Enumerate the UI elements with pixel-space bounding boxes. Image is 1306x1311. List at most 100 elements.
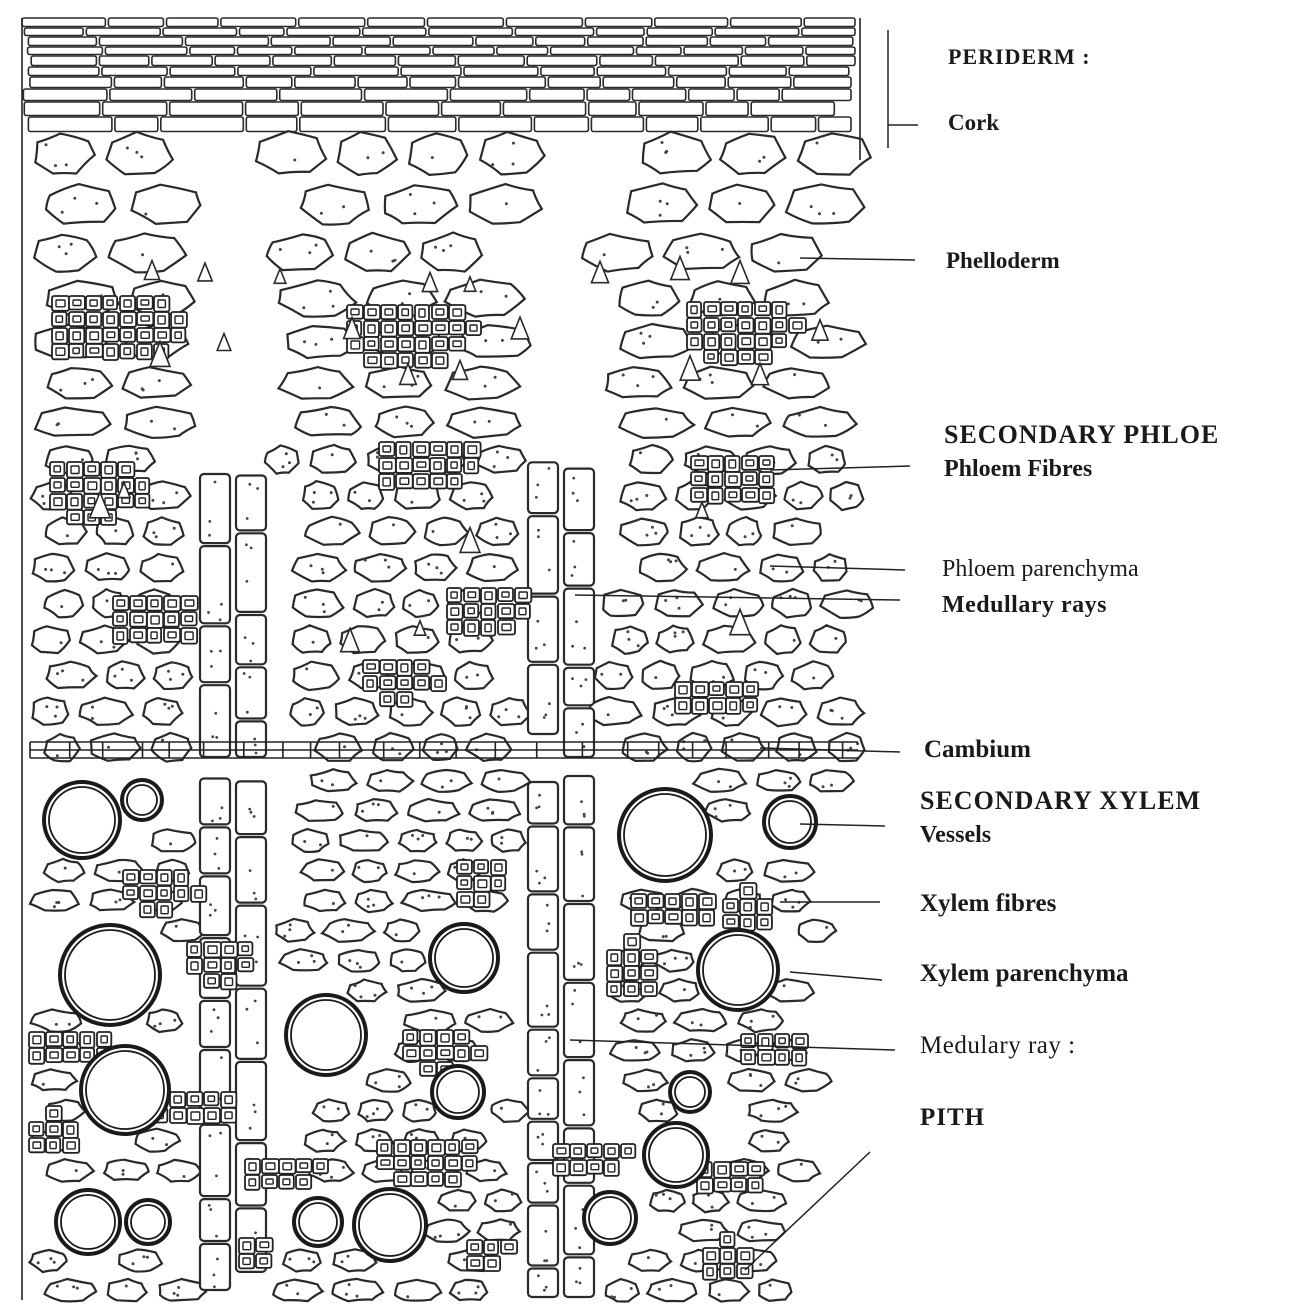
fibre-lumen — [71, 482, 79, 487]
cell-dot — [398, 1075, 401, 1078]
cell-dot — [309, 713, 312, 716]
cell-dot — [142, 1255, 145, 1258]
sclereid-mark — [731, 261, 749, 284]
fibre-lumen — [175, 332, 181, 338]
parenchyma-cell — [404, 1010, 455, 1032]
cork-cell — [603, 77, 674, 88]
cork-cell — [273, 56, 331, 66]
cell-dot — [764, 1233, 767, 1236]
cell-dot — [463, 499, 466, 502]
cell-dot — [56, 754, 59, 757]
cell-dot — [711, 1206, 714, 1209]
cell-dot — [749, 1073, 752, 1076]
cell-dot — [579, 1091, 582, 1094]
cell-dot — [496, 451, 499, 454]
fibre-lumen — [67, 1052, 75, 1058]
cell-dot — [56, 706, 59, 709]
cell-dot — [470, 838, 473, 841]
cell-dot — [624, 599, 627, 602]
cell-dot — [361, 810, 364, 813]
cell-dot — [329, 290, 332, 293]
fibre-lumen — [260, 1258, 267, 1264]
cork-cell — [333, 37, 390, 46]
parenchyma-cell — [31, 1009, 81, 1031]
fibre-lumen — [574, 1148, 581, 1154]
cell-dot — [433, 202, 436, 205]
parenchyma-cell — [356, 890, 393, 912]
cell-dot — [671, 713, 674, 716]
cell-dot — [431, 156, 434, 159]
cork-cell — [710, 37, 765, 46]
cell-dot — [600, 673, 603, 676]
cell-dot — [642, 342, 645, 345]
cell-dot — [359, 966, 362, 969]
fibre-lumen — [485, 608, 492, 615]
parenchyma-cell — [104, 1160, 149, 1180]
fibre-lumen — [449, 1144, 455, 1151]
label-secondary-phloem: SECONDARY PHLOE — [944, 420, 1219, 450]
parenchyma-cell — [764, 368, 830, 398]
fibre-lumen — [401, 680, 408, 685]
cell-dot — [824, 424, 827, 427]
fibre-lumen — [368, 341, 375, 346]
xylem-vessel — [619, 789, 711, 881]
cell-dot — [830, 784, 833, 787]
cork-cell — [715, 28, 799, 36]
cell-dot — [473, 421, 476, 424]
parenchyma-cell — [674, 1009, 726, 1031]
cell-dot — [91, 378, 94, 381]
cell-dot — [376, 1107, 379, 1110]
cell-dot — [249, 660, 252, 663]
cell-dot — [282, 465, 285, 468]
parenchyma-cell — [293, 590, 344, 618]
cell-dot — [711, 381, 714, 384]
parenchyma-cell — [354, 589, 394, 617]
cell-dot — [173, 527, 176, 530]
fibre-lumen — [725, 338, 732, 345]
parenchyma-cell — [132, 185, 201, 224]
parenchyma-cell — [778, 1160, 820, 1182]
cell-dot — [357, 866, 360, 869]
cell-dot — [715, 815, 718, 818]
cell-dot — [440, 572, 443, 575]
cell-dot — [537, 529, 540, 532]
cell-dot — [408, 292, 411, 295]
fibre-lumen — [151, 616, 159, 624]
cell-dot — [721, 248, 724, 251]
fibre-lumen — [796, 1054, 802, 1062]
parenchyma-cell — [606, 1279, 639, 1301]
cork-cell — [541, 67, 594, 76]
cell-dot — [662, 1193, 665, 1196]
cell-dot — [141, 253, 144, 256]
xylem-vessel — [44, 782, 120, 858]
parenchyma-cell — [109, 233, 187, 272]
fibre-lumen — [400, 446, 407, 454]
cell-dot — [506, 456, 509, 459]
cell-dot — [655, 1194, 658, 1197]
parenchyma-cell — [650, 1190, 685, 1212]
cell-dot — [546, 904, 549, 907]
cell-dot — [785, 571, 788, 574]
cell-dot — [288, 928, 291, 931]
cell-dot — [798, 414, 801, 417]
fibre-lumen — [415, 1160, 421, 1165]
parenchyma-cell — [348, 482, 383, 509]
cell-dot — [449, 244, 452, 247]
fibre-lumen — [591, 1164, 599, 1170]
fibre-lumen — [436, 341, 444, 346]
fibre-lumen — [398, 1144, 406, 1152]
fibre-lumen — [56, 332, 63, 340]
cell-dot — [480, 492, 483, 495]
cell-dot — [161, 739, 164, 742]
cell-dot — [330, 338, 333, 341]
cork-cell — [458, 56, 524, 66]
cell-dot — [173, 1292, 176, 1295]
cell-dot — [171, 705, 174, 708]
cork-cell — [190, 47, 235, 55]
cell-dot — [183, 1175, 186, 1178]
parenchyma-cell — [340, 830, 388, 850]
fibre-lumen — [122, 466, 130, 473]
cork-cell — [295, 77, 355, 88]
parenchyma-cell — [760, 555, 803, 582]
fibre-lumen — [478, 864, 484, 869]
